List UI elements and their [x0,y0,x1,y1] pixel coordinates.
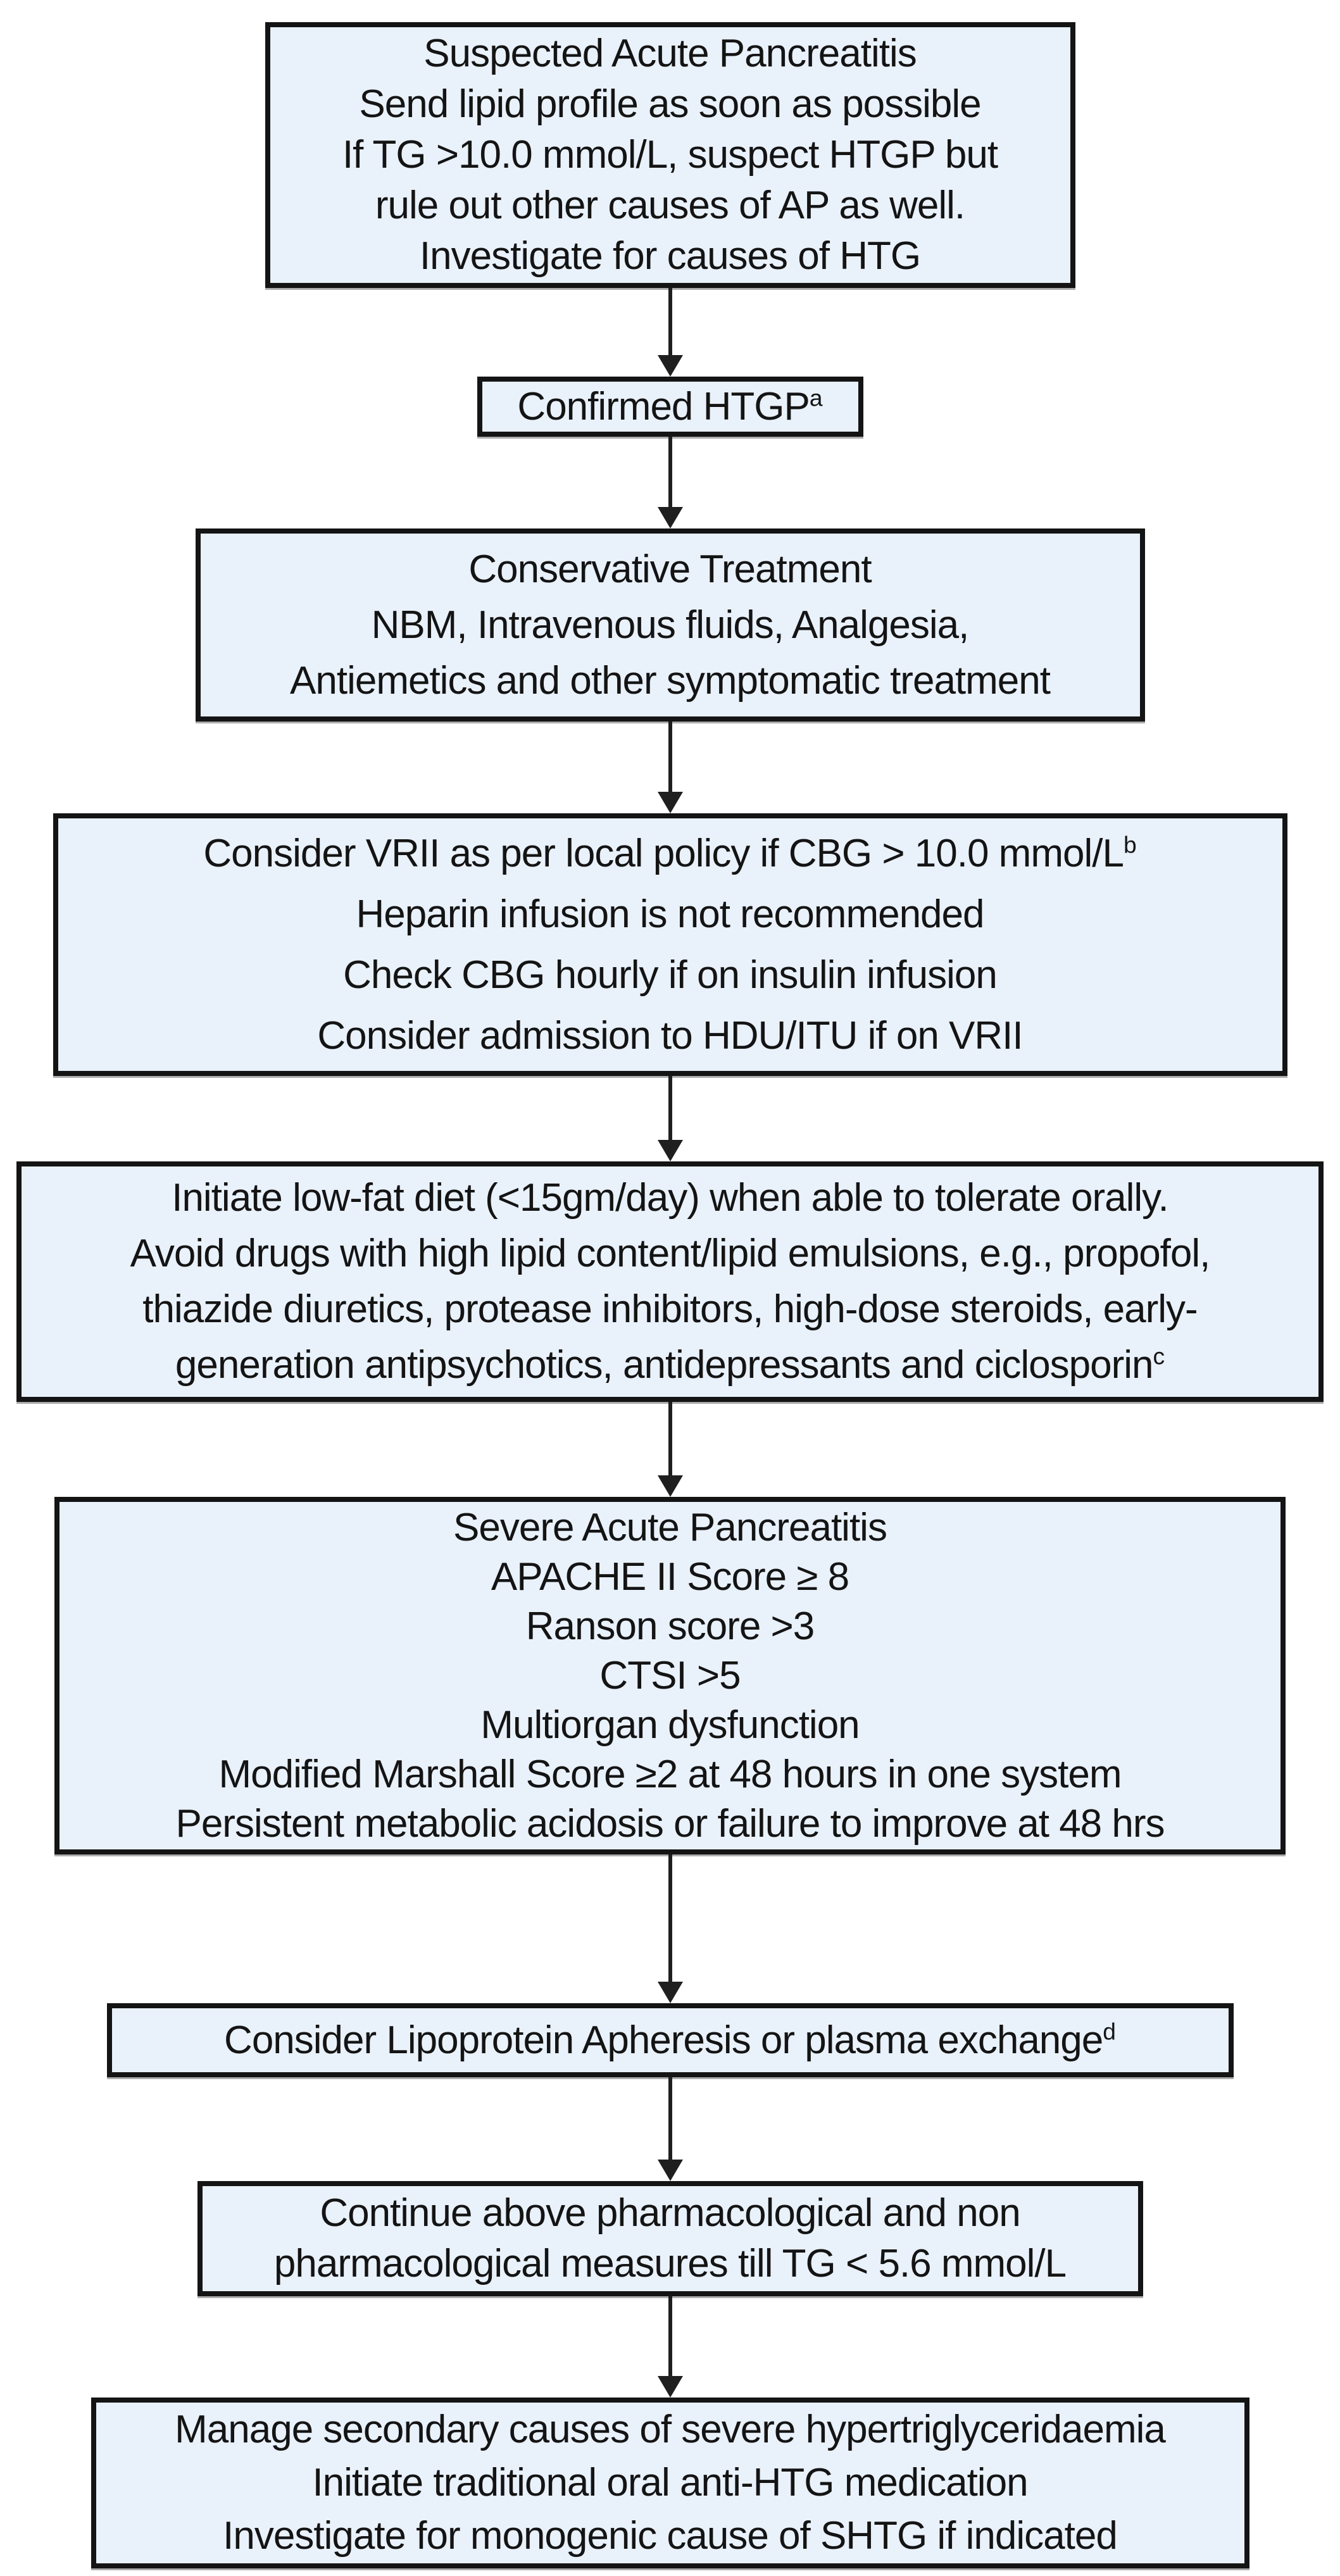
box-text: generation antipsychotics, antidepressan… [175,1343,1154,1387]
box-low-fat-diet: Initiate low-fat diet (<15gm/day) when a… [16,1161,1324,1402]
box-text-line: Confirmed HTGPa [517,382,822,432]
box-text-line: Manage secondary causes of severe hypert… [175,2408,1166,2451]
arrow-head-icon [657,792,683,813]
footnote-marker-a: a [809,384,823,411]
down-arrow [657,1402,683,1497]
box-text-line: Continue above pharmacological and non [320,2191,1020,2235]
box-text-line: Antiemetics and other symptomatic treatm… [290,658,1051,703]
box-text-line: Investigate for monogenic cause of SHTG … [223,2514,1118,2558]
box-text-line: Multiorgan dysfunction [480,1703,860,1747]
box-text-line: Ranson score >3 [525,1604,815,1648]
box-lipoprotein-apheresis: Consider Lipoprotein Apheresis or plasma… [106,2003,1234,2077]
box-text-line: Consider VRII as per local policy if CBG… [203,823,1136,884]
box-text-line: rule out other causes of AP as well. [375,184,965,227]
box-confirmed-htgp: Confirmed HTGPa [477,377,863,437]
down-arrow [657,1076,683,1161]
box-text-line: generation antipsychotics, antidepressan… [175,1337,1165,1393]
box-text-line: APACHE II Score ≥ 8 [491,1554,849,1599]
arrow-shaft [668,1402,672,1475]
footnote-marker-c: c [1153,1342,1165,1370]
box-vrii-insulin: Consider VRII as per local policy if CBG… [53,813,1287,1076]
footnote-marker-b: b [1123,830,1137,858]
box-severe-acute-pancreatitis: Severe Acute Pancreatitis APACHE II Scor… [54,1497,1286,1854]
box-text-line: Severe Acute Pancreatitis [453,1505,887,1549]
box-text: Confirmed HTGP [517,385,810,428]
box-text-line: Modified Marshall Score ≥2 at 48 hours i… [218,1752,1122,1796]
arrow-head-icon [657,1140,683,1161]
arrow-head-icon [657,1982,683,2003]
footnote-marker-d: d [1103,2017,1116,2044]
arrow-head-icon [657,355,683,377]
arrow-head-icon [657,1475,683,1497]
box-text-line: Consider admission to HDU/ITU if on VRII [317,1013,1023,1058]
arrow-shaft [668,722,672,792]
down-arrow [657,1854,683,2003]
box-text-line: CTSI >5 [599,1653,741,1698]
box-text-line: Heparin infusion is not recommended [356,892,985,936]
arrow-shaft [668,288,672,355]
box-suspected-acute-pancreatitis: Suspected Acute Pancreatitis Send lipid … [265,22,1075,288]
box-text: Consider VRII as per local policy if CBG… [203,831,1124,875]
box-text-line: NBM, Intravenous fluids, Analgesia, [371,603,970,647]
down-arrow [657,2296,683,2398]
box-text-line: Check CBG hourly if on insulin infusion [343,953,998,997]
arrow-head-icon [657,507,683,528]
box-text-line: If TG >10.0 mmol/L, suspect HTGP but [342,133,998,177]
arrow-shaft [668,2077,672,2160]
box-text-line: Avoid drugs with high lipid content/lipi… [130,1232,1211,1275]
down-arrow [657,722,683,813]
box-continue-measures: Continue above pharmacological and non p… [197,2181,1143,2296]
box-text-line: Investigate for causes of HTG [419,234,921,278]
down-arrow [657,288,683,377]
down-arrow [657,437,683,528]
arrow-shaft [668,437,672,507]
box-text-line: Initiate low-fat diet (<15gm/day) when a… [172,1176,1169,1220]
box-text: Consider Lipoprotein Apheresis or plasma… [224,2018,1103,2062]
arrow-shaft [668,2296,672,2376]
box-manage-secondary-causes: Manage secondary causes of severe hypert… [91,2398,1249,2568]
box-text-line: Suspected Acute Pancreatitis [423,32,917,75]
box-text-line: Consider Lipoprotein Apheresis or plasma… [224,2016,1116,2065]
arrow-head-icon [657,2160,683,2181]
box-text-line: thiazide diuretics, protease inhibitors,… [142,1287,1198,1331]
arrow-shaft [668,1854,672,1982]
arrow-head-icon [657,2376,683,2398]
down-arrow [657,2077,683,2181]
box-text-line: pharmacological measures till TG < 5.6 m… [273,2242,1067,2285]
box-text-line: Send lipid profile as soon as possible [359,82,981,126]
box-text-line: Initiate traditional oral anti-HTG medic… [312,2461,1028,2504]
box-text-line: Persistent metabolic acidosis or failure… [175,1801,1165,1846]
box-conservative-treatment: Conservative Treatment NBM, Intravenous … [195,528,1145,722]
box-text-line: Conservative Treatment [468,547,872,591]
arrow-shaft [668,1076,672,1140]
